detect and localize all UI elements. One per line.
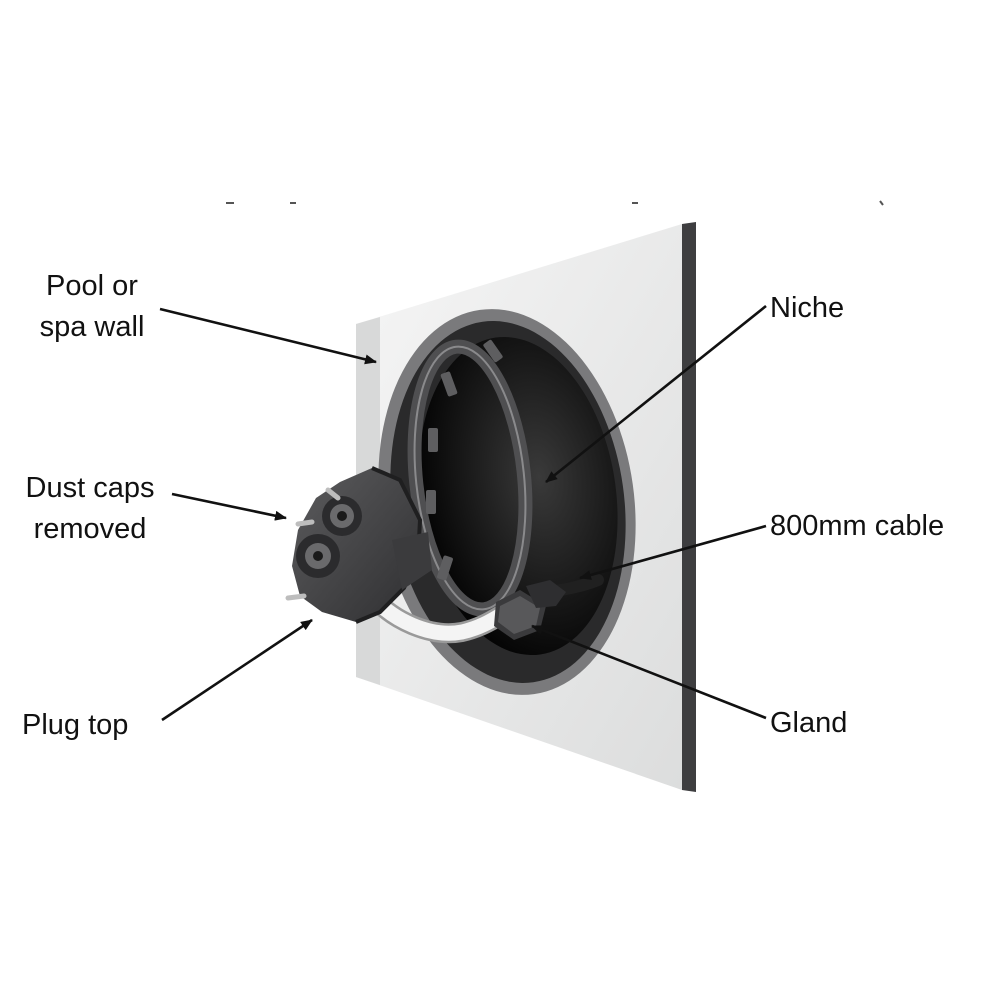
arrow-dust [171,492,287,521]
label-gland: Gland [770,707,848,739]
arrow-cable [579,524,767,580]
label-plug-top: Plug top [22,709,129,741]
label-dust-caps-line2: removed [33,513,147,545]
wall-edge [682,222,696,792]
niche-bowl [418,336,618,656]
label-cable: 800mm cable [770,510,945,542]
arrow-gland [531,624,767,720]
plug-top [285,466,432,624]
plug-pins [285,487,341,601]
arrow-wall [159,307,377,365]
callout-arrows [159,304,767,722]
arrow-plug [161,618,313,722]
niche-mount-ring-highlight [413,345,527,611]
label-dust-caps: Dust caps removed [10,468,170,550]
niche [378,309,636,695]
plug-body [292,468,420,622]
label-pool-wall-line1: Pool or [46,270,138,302]
label-niche: Niche [770,292,845,324]
cable-assembly [362,574,604,644]
label-pool-wall: Pool or spa wall [22,266,162,348]
plug-side [392,532,432,590]
label-dust-caps-line1: Dust caps [25,472,155,504]
label-pool-wall-line2: spa wall [39,311,145,343]
arrow-niche [545,304,767,484]
niche-ribs [426,339,503,581]
scan-marks [226,200,884,206]
